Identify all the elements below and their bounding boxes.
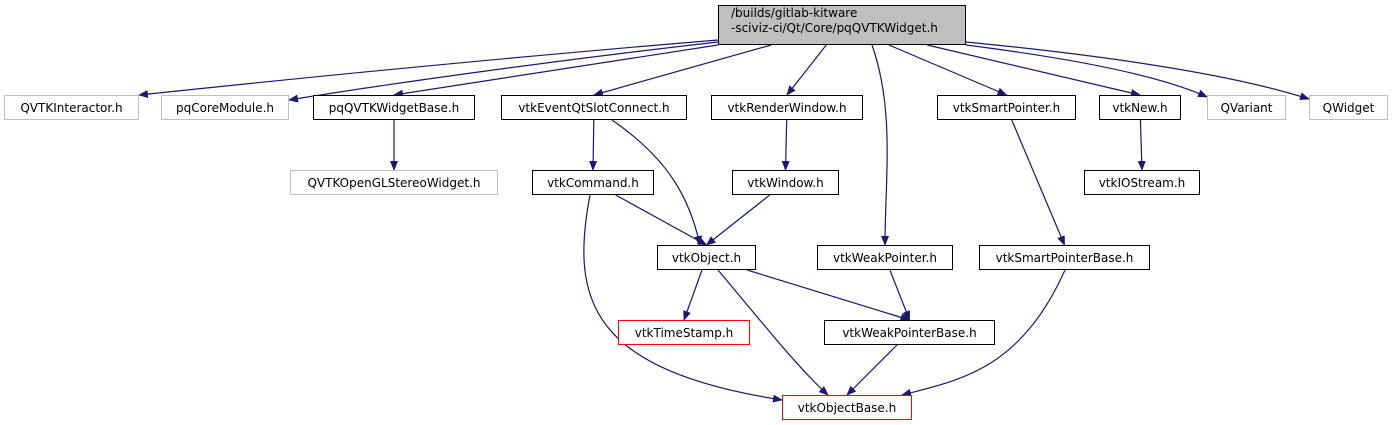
edge-root-to-vtkrenderwindow: [786, 44, 827, 96]
edge-root-to-qwidget: [965, 41, 1310, 101]
edge-vtkcommand-to-vtkobject: [615, 194, 708, 246]
edge-vtkweakpointer-to-vtkweakpointerbase: [889, 269, 911, 321]
edge-root-to-qvtkinteractor: [138, 39, 719, 99]
edge-vtksmartpointerbase-to-vtkobjectbase: [901, 269, 1066, 397]
node-vtkcommand[interactable]: vtkCommand.h: [532, 170, 654, 195]
edge-root-to-qvariant: [965, 44, 1208, 98]
edge-vtkobject-to-vtktimestamp: [683, 269, 703, 321]
edge-vtkeventqtslotconnect-to-vtkcommand: [589, 119, 598, 171]
node-qvariant[interactable]: QVariant: [1207, 95, 1286, 120]
node-pqcoremodule[interactable]: pqCoreModule.h: [161, 95, 289, 120]
root-label-line2: -sciviz-ci/Qt/Core/pqQVTKWidget.h: [731, 21, 938, 35]
edge-vtkrenderwindow-to-vtkwindow: [781, 119, 790, 171]
node-vtkrenderwindow[interactable]: vtkRenderWindow.h: [711, 95, 863, 120]
node-vtksmartpointer[interactable]: vtkSmartPointer.h: [937, 95, 1076, 120]
node-vtkeventqtslotconnect[interactable]: vtkEventQtSlotConnect.h: [501, 95, 687, 120]
edge-root-to-vtkeventqtslotconnect: [593, 44, 772, 97]
node-qvtkinteractor[interactable]: QVTKInteractor.h: [4, 95, 139, 120]
edge-root-to-vtkweakpointer: [871, 44, 890, 246]
edge-vtknew-to-vtkiostream: [1137, 119, 1146, 171]
edge-vtkobject-to-vtkobjectbase: [717, 269, 829, 396]
node-vtkiostream[interactable]: vtkIOStream.h: [1084, 170, 1200, 195]
node-vtknew[interactable]: vtkNew.h: [1099, 95, 1181, 120]
node-vtksmartpointerbase[interactable]: vtkSmartPointerBase.h: [979, 245, 1150, 270]
node-qwidget[interactable]: QWidget: [1309, 95, 1388, 120]
edge-vtkcommand-to-vtkobjectbase: [583, 194, 783, 403]
node-vtktimestamp[interactable]: vtkTimeStamp.h: [618, 320, 750, 345]
edge-vtkeventqtslotconnect-to-vtkobject: [611, 119, 702, 246]
node-vtkweakpointerbase[interactable]: vtkWeakPointerBase.h: [824, 320, 995, 345]
edge-root-to-pqqvtkwidgetbase: [393, 44, 719, 98]
edge-root-to-vtksmartpointer: [888, 44, 1008, 96]
edge-vtksmartpointer-to-vtksmartpointerbase: [1011, 119, 1066, 246]
edge-root-to-pqcoremodule: [288, 41, 719, 103]
edge-root-to-vtknew: [927, 44, 1141, 97]
node-vtkweakpointer[interactable]: vtkWeakPointer.h: [817, 245, 953, 270]
node-vtkobject[interactable]: vtkObject.h: [657, 245, 756, 270]
node-vtkobjectbase[interactable]: vtkObjectBase.h: [782, 395, 912, 420]
edge-vtkwindow-to-vtkobject: [705, 194, 771, 246]
node-vtkwindow[interactable]: vtkWindow.h: [732, 170, 839, 195]
node-root[interactable]: /builds/gitlab-kitware-sciviz-ci/Qt/Core…: [718, 5, 966, 45]
edge-vtkobject-to-vtkweakpointerbase: [746, 269, 911, 322]
node-pqqvtkwidgetbase[interactable]: pqQVTKWidgetBase.h: [313, 95, 475, 120]
root-label-line1: /builds/gitlab-kitware: [731, 6, 858, 20]
edge-vtkweakpointerbase-to-vtkobjectbase: [846, 344, 898, 396]
node-qvtkopenglstereowidget[interactable]: QVTKOpenGLStereoWidget.h: [290, 170, 498, 195]
